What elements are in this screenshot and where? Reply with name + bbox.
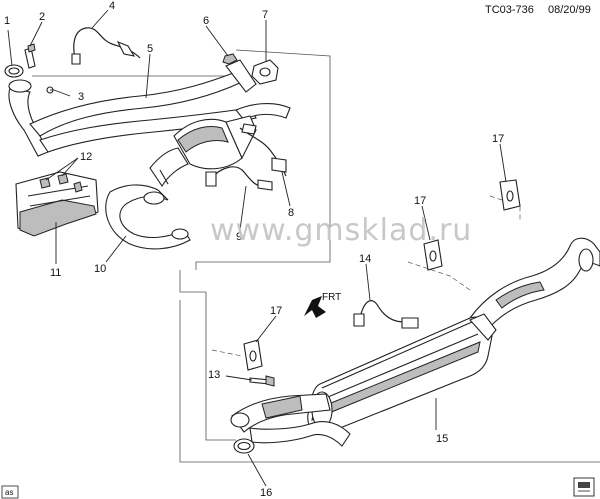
watermark: www.gmsklad.ru bbox=[210, 213, 472, 248]
muffler bbox=[307, 313, 497, 434]
front-label: FRT bbox=[322, 292, 341, 303]
stud-3 bbox=[46, 86, 54, 94]
callout-9: 9 bbox=[236, 231, 242, 243]
callout-14: 14 bbox=[359, 253, 371, 265]
corner-symbol bbox=[573, 477, 595, 497]
bolt-2 bbox=[24, 43, 36, 69]
muffler-inlet-pipe bbox=[231, 393, 351, 447]
hanger-insulator-rear-top bbox=[499, 179, 521, 211]
hanger-insulator-front bbox=[243, 339, 263, 371]
perspective-frames bbox=[32, 49, 600, 463]
heat-shield bbox=[15, 171, 99, 237]
gasket-ring bbox=[4, 64, 24, 78]
callout-3: 3 bbox=[78, 91, 84, 103]
callout-6: 6 bbox=[203, 15, 209, 27]
footer-badge-text: as bbox=[5, 488, 13, 497]
callout-17-front: 17 bbox=[270, 305, 282, 317]
bolt-13 bbox=[249, 375, 275, 387]
fasteners-12 bbox=[39, 173, 83, 193]
oxygen-sensor-front bbox=[71, 27, 141, 65]
callout-13: 13 bbox=[208, 369, 220, 381]
oxygen-sensor-rear bbox=[205, 123, 287, 191]
callout-labels: 1 2 3 4 5 6 7 8 9 10 11 12 13 14 15 16 1… bbox=[4, 0, 504, 499]
leader-lines bbox=[7, 9, 507, 487]
front-direction-indicator: FRT bbox=[304, 292, 341, 318]
footer-left-badge: as bbox=[1, 485, 19, 499]
callout-16: 16 bbox=[260, 487, 272, 499]
callout-1: 1 bbox=[4, 15, 10, 27]
clamp-16 bbox=[230, 412, 255, 454]
intermediate-pipe bbox=[105, 169, 191, 250]
nut-6 bbox=[222, 53, 238, 65]
oxygen-sensor-14 bbox=[353, 300, 419, 329]
callout-11: 11 bbox=[50, 267, 61, 279]
callout-4: 4 bbox=[109, 0, 115, 12]
diagram-code: TC03-736 bbox=[485, 4, 534, 16]
front-exhaust-pipe bbox=[8, 59, 291, 157]
front-arrow-icon bbox=[304, 296, 326, 318]
callout-10: 10 bbox=[94, 263, 106, 275]
hanger-insulator-rear-mid bbox=[423, 239, 443, 271]
callout-12: 12 bbox=[80, 151, 92, 163]
diagram-date: 08/20/99 bbox=[548, 4, 591, 16]
hanger-bracket-7 bbox=[251, 59, 279, 85]
tail-pipe bbox=[469, 237, 600, 335]
callout-2: 2 bbox=[39, 11, 45, 23]
callout-8: 8 bbox=[288, 207, 294, 219]
callout-5: 5 bbox=[147, 43, 153, 55]
callout-17-rear-mid: 17 bbox=[414, 195, 426, 207]
callout-7: 7 bbox=[262, 9, 268, 21]
callout-15: 15 bbox=[436, 433, 448, 445]
callout-17-rear-top: 17 bbox=[492, 133, 504, 145]
